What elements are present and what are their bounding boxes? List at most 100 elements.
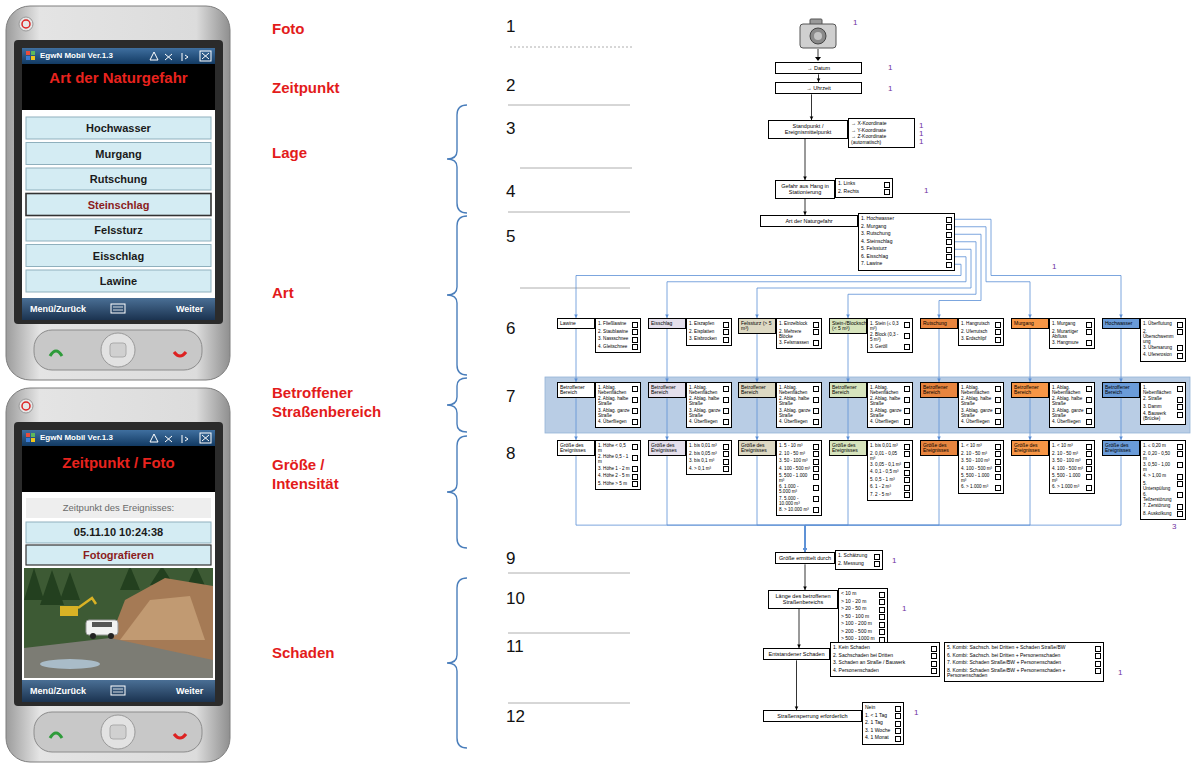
option-row: 3. Eisbrocken (689, 336, 729, 343)
checkbox (895, 706, 901, 712)
callout-number: 1 (919, 129, 923, 138)
checkbox (1095, 646, 1101, 652)
option-box: 1. Ablag. Nebenflächen2. Ablag. halbe St… (1049, 382, 1095, 428)
callout-number: 1 (888, 63, 892, 72)
option-row: 2. Höhe 0,5 - 1 m (598, 454, 638, 464)
connector (797, 609, 801, 648)
section-label: Lage (272, 143, 307, 162)
checkbox (632, 408, 638, 414)
box-text: Rutschung (923, 321, 955, 327)
option-text: 2. Ablag. halbe Straße (961, 396, 993, 406)
checkbox (995, 419, 1001, 425)
box-text: Straßensperrung erforderlich (766, 713, 859, 719)
option-text: 2. Ablag. halbe Straße (598, 396, 630, 406)
connector (937, 398, 941, 440)
option-text: 2. bis 0,05 m³ (689, 451, 721, 456)
option-box: 1. Ablag. Nebenflächen2. Ablag. halbe St… (867, 382, 913, 428)
menu-item: Murgang (26, 147, 211, 161)
box-text: Art der Naturgefahr (763, 218, 855, 224)
option-text: 1. Eiszapfen (689, 321, 721, 326)
option-text: 1. Ablag. Nebenflächen (689, 385, 721, 395)
box-text: → Uhrzeit (778, 85, 859, 91)
process-box: → Datum (775, 62, 862, 74)
option-text: 2. Ablag. halbe Straße (689, 396, 721, 406)
checkbox (723, 419, 729, 425)
checkbox (931, 668, 937, 674)
checkbox (813, 408, 819, 414)
checkbox (904, 419, 910, 425)
option-row: 1. Ablag. Nebenflächen (598, 385, 638, 395)
option-row: 2. Block (0,3 - 5 m³) (870, 332, 910, 342)
option-text: 4. Überfliegen (1052, 419, 1084, 424)
option-box: 1. Überflutung2. Überschwemmung3. Übersa… (1140, 318, 1186, 362)
option-row: 6. Teilzerstörung (1143, 492, 1183, 502)
option-row: 1. Kein Schaden (833, 645, 937, 652)
category-box: Felssturz (> 5 m³) (738, 318, 776, 334)
option-text: 2. Uferrutsch (961, 329, 993, 334)
rule-line (508, 47, 632, 703)
checkbox (632, 419, 638, 425)
option-box: 1. Eiszapfen2. Eisplatten3. Eisbrocken (686, 318, 732, 346)
checkbox (1086, 322, 1092, 328)
checkbox (1086, 386, 1092, 392)
option-text: 3. Rutschung (861, 231, 944, 237)
option-row: 3. Ablag. ganze Straße (598, 408, 638, 418)
connector (755, 398, 759, 440)
option-box: 1. Ablag. Nebenflächen2. Ablag. halbe St… (595, 382, 641, 428)
option-row: 5. Unterspülung (1143, 481, 1183, 491)
option-text: 7. 5.000 - 10.000 m³ (779, 496, 811, 506)
option-text: 1. Ablag. Nebenflächen (870, 385, 902, 395)
category-box: Eisschlag (648, 318, 686, 329)
option-row: 1. Höhe < 0,5 m (598, 443, 638, 453)
option-text: 7. Lawine (861, 261, 944, 267)
callout-number: 1 (888, 84, 892, 93)
category-box: Größe des Ereignisses (920, 440, 958, 456)
option-text: 3. Ablag. ganze Straße (870, 408, 902, 418)
checkbox (813, 459, 819, 465)
option-row: 1. Überflutung (1143, 321, 1183, 328)
step-number: 10 (506, 589, 525, 609)
box-text: Größe des Ereignisses (1105, 443, 1137, 454)
connector-line (667, 329, 668, 382)
checkbox (813, 397, 819, 403)
option-row: < 10 m (841, 591, 885, 598)
box-text: Betroffener Bereich (651, 385, 683, 396)
connector (803, 564, 807, 590)
checkbox (632, 322, 638, 328)
option-row: 4. 100 - 500 m³ (779, 466, 819, 473)
menu-item: Lawine (26, 274, 211, 288)
option-row: 4. Steinschlag (861, 239, 952, 246)
option-row: 2. Ablag. halbe Straße (779, 396, 819, 406)
process-box: Standpunkt / Ereignismittelpunkt (768, 120, 848, 139)
connector (665, 329, 669, 382)
option-text: → X-Koordinate (851, 121, 912, 127)
option-row: 6. 1.000 - 5.000 m³ (779, 484, 819, 494)
connector (1119, 398, 1123, 440)
option-text: 8. Auskolkung (1143, 511, 1175, 516)
option-row: > 100 - 200 m (841, 621, 885, 628)
checkbox (995, 485, 1001, 491)
callout-number: 1 (919, 137, 923, 146)
option-text: 6. > 1.000 m³ (1052, 484, 1084, 489)
option-text: 4. Überfliegen (870, 419, 902, 424)
option-row: 4. Höhe 2 - 5 m (598, 473, 638, 480)
option-row: 1. Ablag. Nebenflächen (779, 385, 819, 395)
connector-line (667, 398, 668, 440)
box-text: Felssturz (> 5 m³) (741, 321, 773, 332)
screen-heading: Art der Naturgefahr (22, 69, 215, 87)
process-box: Art der Naturgefahr (760, 215, 858, 227)
callout-number: 1 (1052, 262, 1056, 271)
option-box: 1. Nebenflächen2. Straße3. Damm4. Bauwer… (1140, 382, 1186, 425)
checkbox (1095, 668, 1101, 674)
connector (955, 227, 1032, 318)
connector (574, 329, 578, 382)
option-text: 2. Rechts (838, 189, 882, 195)
option-box: 1. Ablag. Nebenflächen2. Ablag. halbe St… (776, 382, 822, 428)
option-text: 4. 100 - 500 m³ (779, 466, 811, 471)
connector-line (848, 334, 849, 382)
callout-number: 1 (853, 18, 857, 27)
option-text: 4. 100 - 500 m³ (1052, 466, 1084, 471)
option-text: 3. Ablag. ganze Straße (961, 408, 993, 418)
step-number: 12 (506, 707, 525, 727)
option-text: 1. Einzelblock (779, 321, 811, 326)
